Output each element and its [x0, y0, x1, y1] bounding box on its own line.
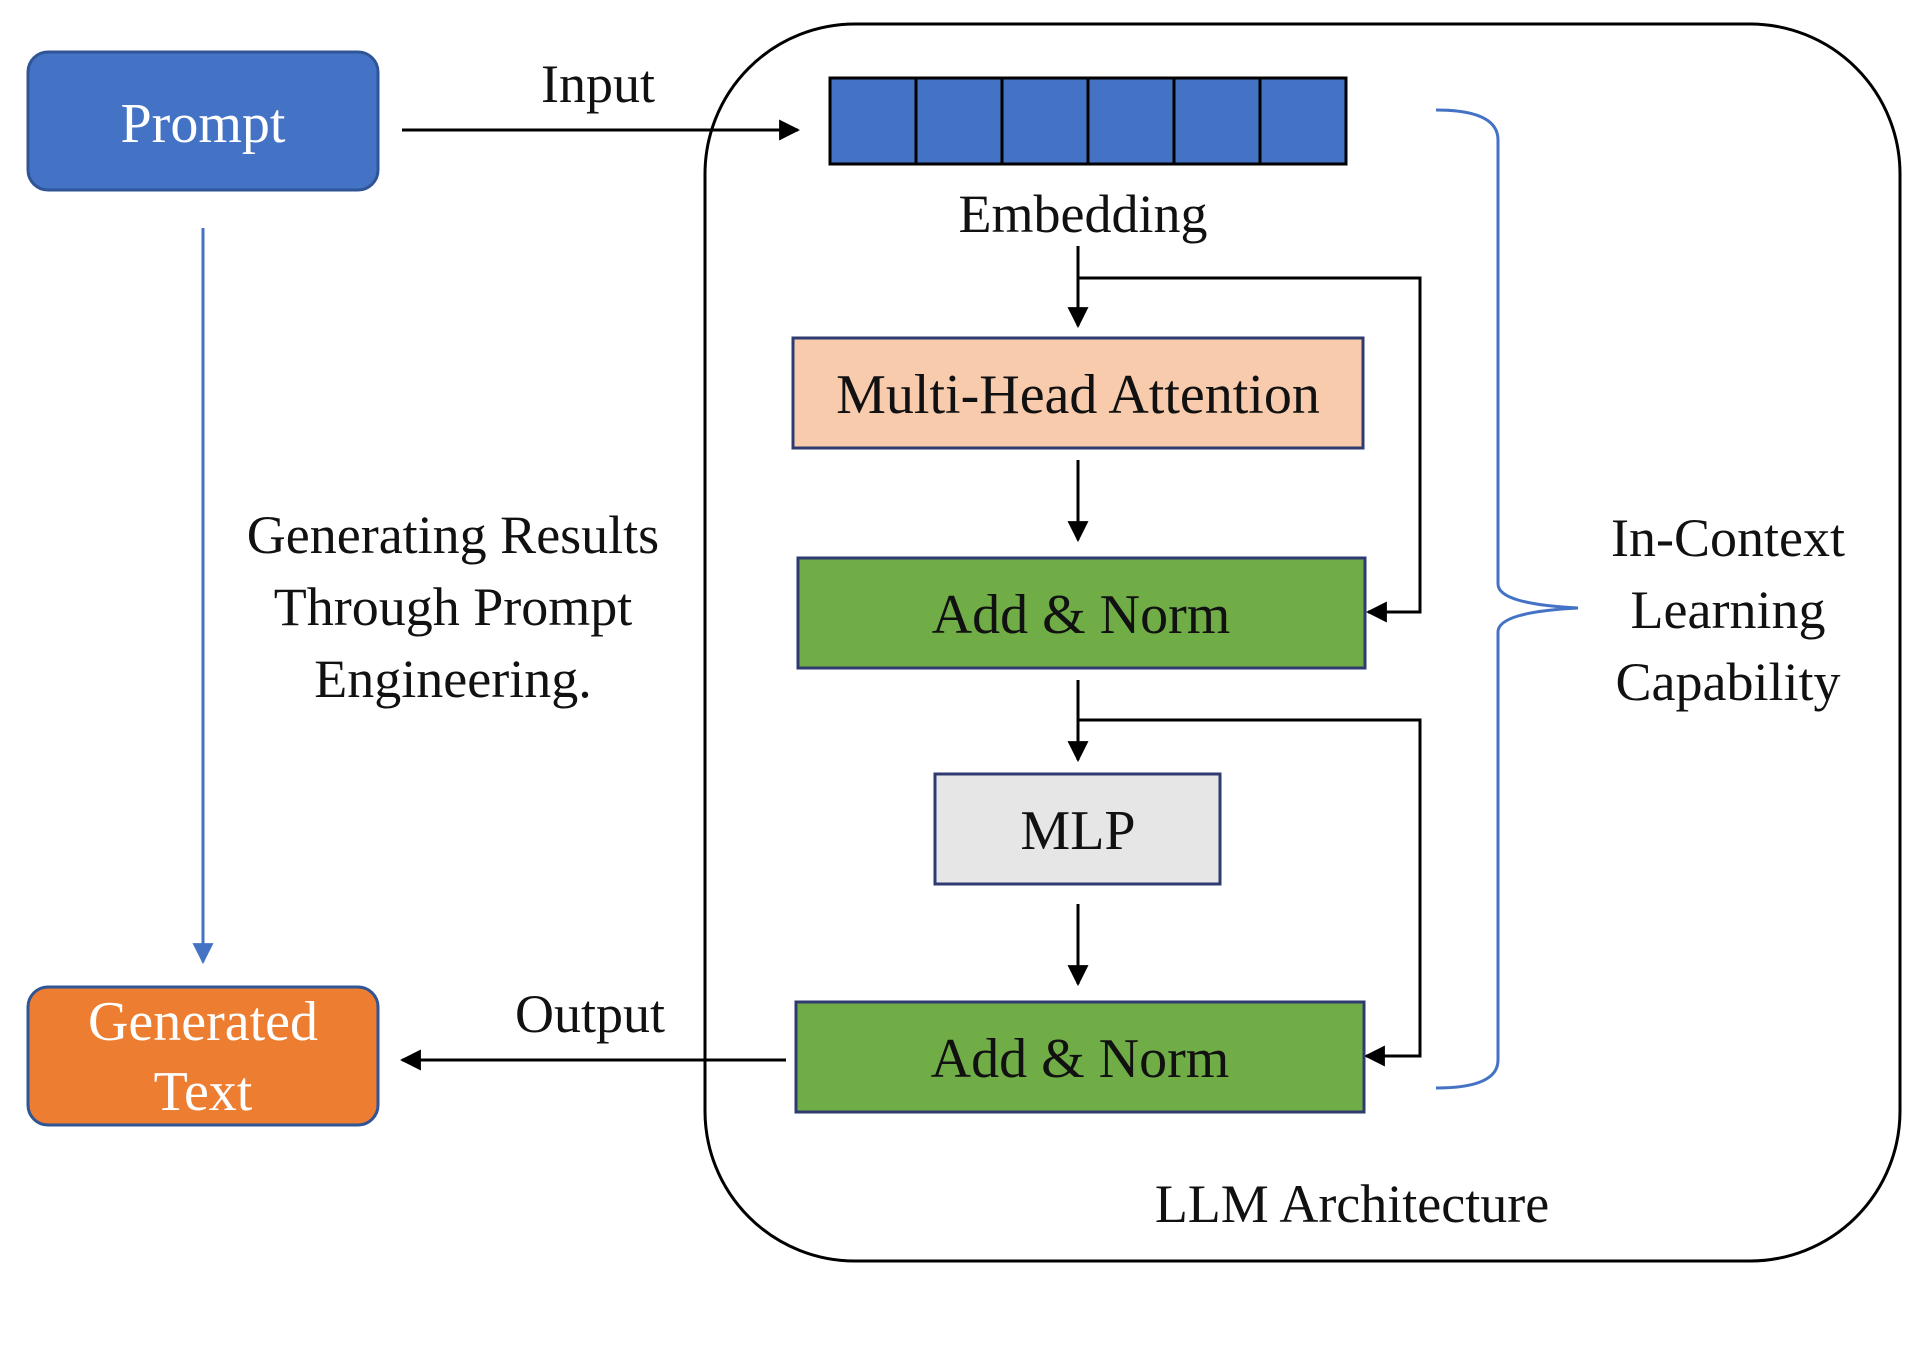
in-context-brace — [1435, 108, 1579, 1090]
in-context-label-line2: Learning — [1631, 580, 1826, 640]
add-norm-label-2: Add & Norm — [931, 1028, 1230, 1090]
input-label: Input — [541, 54, 655, 114]
add-norm-box-2 — [794, 1000, 1366, 1114]
generated-text-box — [26, 985, 380, 1127]
prompt-box — [26, 50, 380, 192]
add-norm-block-2: Add & Norm — [794, 1000, 1366, 1114]
prompt-node: Prompt — [26, 50, 380, 192]
multi-head-attention-block: Multi-Head Attention — [791, 336, 1365, 450]
embedding-token-4 — [1086, 76, 1176, 166]
embedding-token-strip — [828, 76, 1348, 166]
llm-architecture-container — [703, 22, 1902, 1263]
add-norm-box-1 — [796, 556, 1367, 670]
prompt-engineering-label-line1: Generating Results — [247, 505, 659, 565]
embedding-label: Embedding — [959, 184, 1208, 244]
embedding-token-5 — [1172, 76, 1262, 166]
embedding-token-3 — [1000, 76, 1090, 166]
embedding-token-6 — [1258, 76, 1348, 166]
residual-connection-2 — [1078, 718, 1422, 1067]
multi-head-attention-label: Multi-Head Attention — [836, 364, 1320, 426]
prompt-engineering-label-line2: Through Prompt — [274, 577, 633, 637]
generated-text-label-line1: Generated — [88, 991, 318, 1053]
generated-text-label-line2: Text — [154, 1061, 253, 1123]
output-label: Output — [515, 984, 665, 1044]
mlp-block: MLP — [933, 772, 1222, 886]
generated-text-node: Generated Text — [26, 985, 380, 1127]
embedding-token-1 — [828, 76, 918, 166]
mlp-label: MLP — [1020, 800, 1135, 862]
llm-architecture-label: LLM Architecture — [1155, 1174, 1549, 1234]
add-norm-block-1: Add & Norm — [796, 556, 1367, 670]
residual-connection-1 — [1078, 276, 1422, 623]
prompt-engineering-label-line3: Engineering. — [314, 649, 591, 709]
prompt-label: Prompt — [121, 93, 286, 155]
in-context-label-line1: In-Context — [1611, 508, 1845, 568]
mlp-box — [933, 772, 1222, 886]
add-norm-label-1: Add & Norm — [932, 584, 1231, 646]
embedding-token-2 — [914, 76, 1004, 166]
multi-head-attention-box — [791, 336, 1365, 450]
in-context-label-line3: Capability — [1616, 652, 1841, 712]
